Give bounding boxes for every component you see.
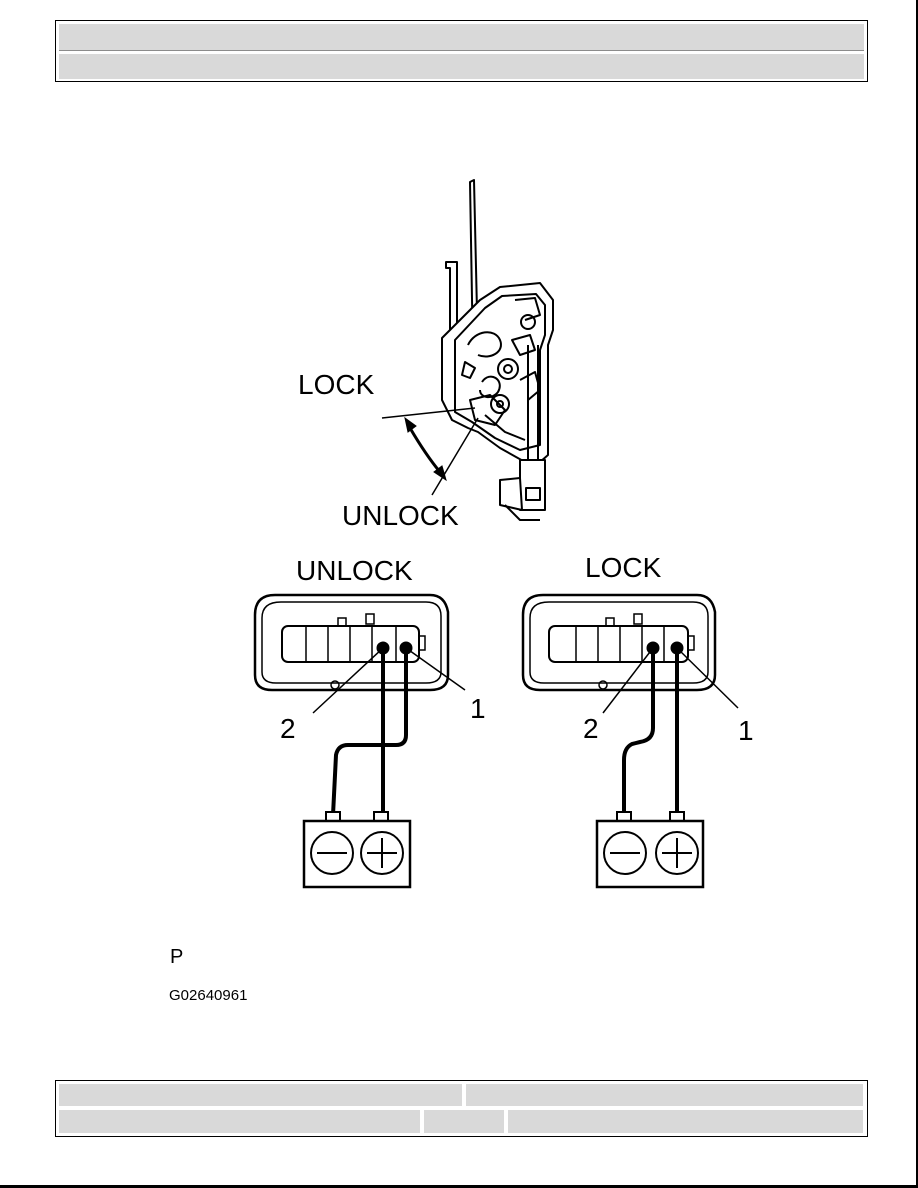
page-header <box>55 20 868 82</box>
page-footer <box>55 1080 868 1137</box>
door-lock-assembly <box>441 179 554 521</box>
lock-connector-title: LOCK <box>585 552 662 583</box>
lock-pin-1-label: 1 <box>738 715 754 746</box>
unlock-connector <box>253 593 466 816</box>
caption-marker: P <box>170 946 184 968</box>
lock-battery <box>595 811 705 889</box>
footer-cell-1 <box>59 1084 462 1106</box>
lock-connector <box>521 593 739 815</box>
header-subtitle-bar <box>59 53 864 79</box>
header-title-bar <box>59 24 864 51</box>
unlock-connector-title: UNLOCK <box>296 555 413 586</box>
footer-cell-2 <box>466 1084 863 1106</box>
page-frame-right <box>916 0 918 1188</box>
unlock-position-label: UNLOCK <box>342 500 459 531</box>
unlock-pin-2-label: 2 <box>280 713 296 744</box>
footer-cell-3 <box>59 1110 420 1133</box>
figure-id: G02640961 <box>169 987 248 1004</box>
footer-cell-4 <box>424 1110 504 1133</box>
lock-lever-indicator <box>381 407 479 496</box>
unlock-battery <box>302 811 412 889</box>
lock-position-label: LOCK <box>298 369 375 400</box>
page-frame-bottom <box>0 1185 918 1188</box>
footer-cell-5 <box>508 1110 863 1133</box>
lock-pin-2-label: 2 <box>583 713 599 744</box>
unlock-pin-1-label: 1 <box>470 693 486 724</box>
